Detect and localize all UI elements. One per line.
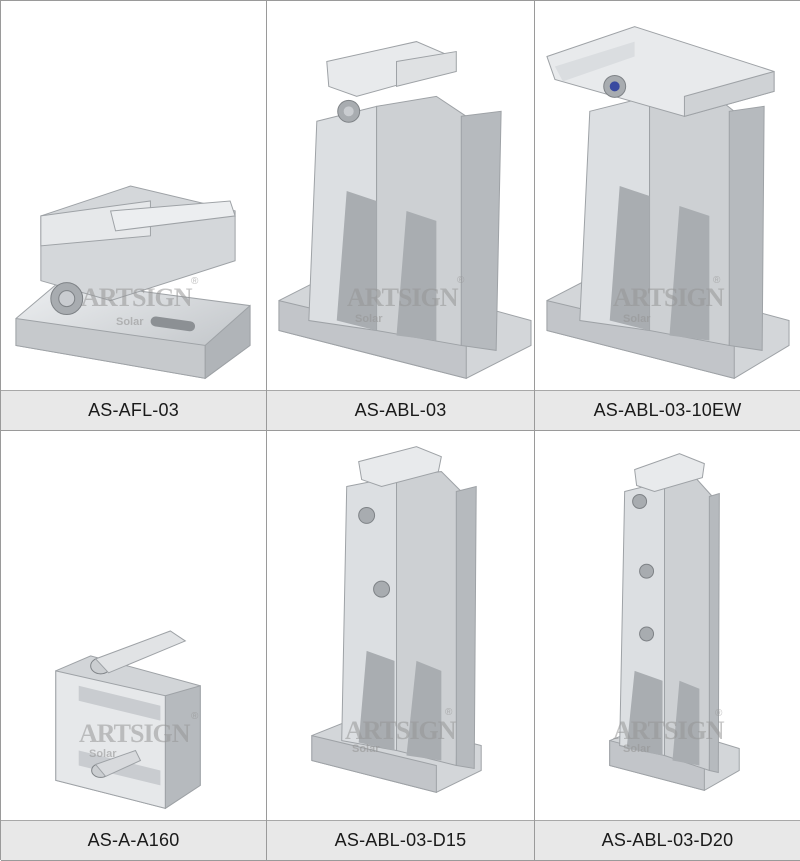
watermark-sub: Solar — [623, 313, 651, 325]
product-image: ARTSIGN Solar ® — [267, 1, 534, 390]
watermark-reg: ® — [457, 275, 465, 286]
product-card[interactable]: ARTSIGN Solar ® AS-ABL-03-D20 — [535, 431, 800, 861]
watermark-logo: ARTSIGN — [613, 716, 725, 745]
product-card[interactable]: ARTSIGN Solar ® AS-ABL-03-10EW — [535, 1, 800, 431]
watermark-sub: Solar — [623, 743, 651, 755]
watermark-logo: ARTSIGN — [613, 283, 725, 312]
watermark-logo: ARTSIGN — [347, 283, 459, 312]
watermark-reg: ® — [445, 707, 453, 718]
product-card[interactable]: ARTSIGN Solar ® AS-AFL-03 — [1, 1, 267, 431]
product-image: ARTSIGN Solar ® — [535, 1, 800, 390]
watermark-sub: Solar — [116, 316, 144, 328]
product-image: ARTSIGN Solar ® — [1, 431, 266, 820]
product-model-label: AS-ABL-03-D15 — [267, 820, 534, 860]
watermark-logo: ARTSIGN — [345, 716, 457, 745]
bracket-abl-10ew-illustration — [546, 26, 790, 379]
product-image: ARTSIGN Solar ® — [1, 1, 266, 390]
watermark-reg: ® — [713, 275, 721, 286]
product-model-label: AS-AFL-03 — [1, 390, 266, 430]
product-model-label: AS-ABL-03-10EW — [535, 390, 800, 430]
watermark-sub: Solar — [89, 748, 117, 760]
watermark-sub: Solar — [355, 313, 383, 325]
product-model-label: AS-ABL-03 — [267, 390, 534, 430]
bracket-afl-illustration — [15, 185, 251, 380]
watermark-reg: ® — [191, 711, 199, 722]
product-card[interactable]: ARTSIGN Solar ® AS-ABL-03-D15 — [267, 431, 535, 861]
product-model-label: AS-A-A160 — [1, 820, 266, 860]
product-image: ARTSIGN Solar ® — [535, 431, 800, 820]
watermark-reg: ® — [191, 276, 199, 287]
watermark-reg: ® — [715, 708, 723, 719]
product-image: ARTSIGN Solar ® — [267, 431, 534, 820]
bracket-abl-illustration — [278, 41, 532, 379]
watermark-logo: ARTSIGN — [81, 283, 193, 312]
bracket-abl-d15-illustration — [311, 446, 482, 794]
product-card[interactable]: ARTSIGN Solar ® AS-A-A160 — [1, 431, 267, 861]
bracket-abl-d20-illustration — [609, 453, 740, 792]
watermark-sub: Solar — [352, 743, 380, 755]
profile-a160-illustration — [55, 630, 201, 810]
watermark-logo: ARTSIGN — [79, 719, 191, 748]
product-card[interactable]: ARTSIGN Solar ® AS-ABL-03 — [267, 1, 535, 431]
product-model-label: AS-ABL-03-D20 — [535, 820, 800, 860]
